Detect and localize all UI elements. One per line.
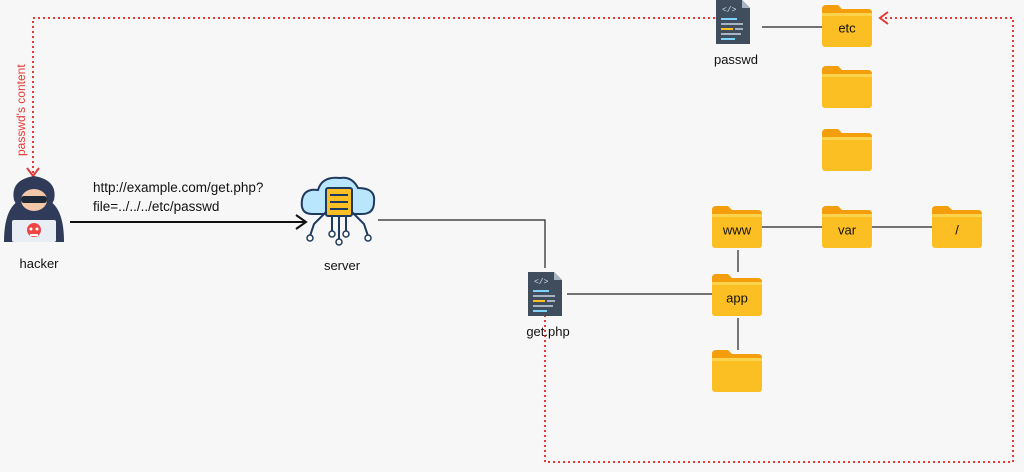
folder-app-label: app <box>726 290 748 306</box>
folder-icon <box>822 129 872 171</box>
server-cloud-icon <box>300 176 376 246</box>
request-url-line1: http://example.com/get.php? <box>93 180 264 195</box>
getphp-file-icon <box>528 272 562 316</box>
hacker-label: hacker <box>19 256 59 271</box>
return-path-arrowhead-etc <box>878 11 889 25</box>
passwd-file-icon <box>716 0 750 44</box>
return-path-line <box>544 17 1014 463</box>
request-url-line2: file=../../../etc/passwd <box>93 199 220 214</box>
server-to-getphp-line <box>378 219 546 268</box>
getphp-label: get.php <box>526 324 570 339</box>
request-arrowhead <box>295 214 308 230</box>
folder-icon <box>822 66 872 108</box>
folder-root-label: / <box>955 222 959 238</box>
return-path-arrowhead-hacker <box>26 167 40 178</box>
return-path-to-hacker <box>32 17 715 176</box>
server-label: server <box>323 258 361 273</box>
folder-etc-label: etc <box>838 20 856 36</box>
hacker-icon <box>4 176 64 242</box>
passwd-label: passwd <box>713 52 759 67</box>
request-url: http://example.com/get.php? file=../../.… <box>93 178 263 216</box>
folder-icon <box>712 350 762 392</box>
folder-www-label: www <box>722 222 752 238</box>
folder-var-label: var <box>837 222 857 238</box>
return-path-label: passwd's content <box>14 64 28 156</box>
